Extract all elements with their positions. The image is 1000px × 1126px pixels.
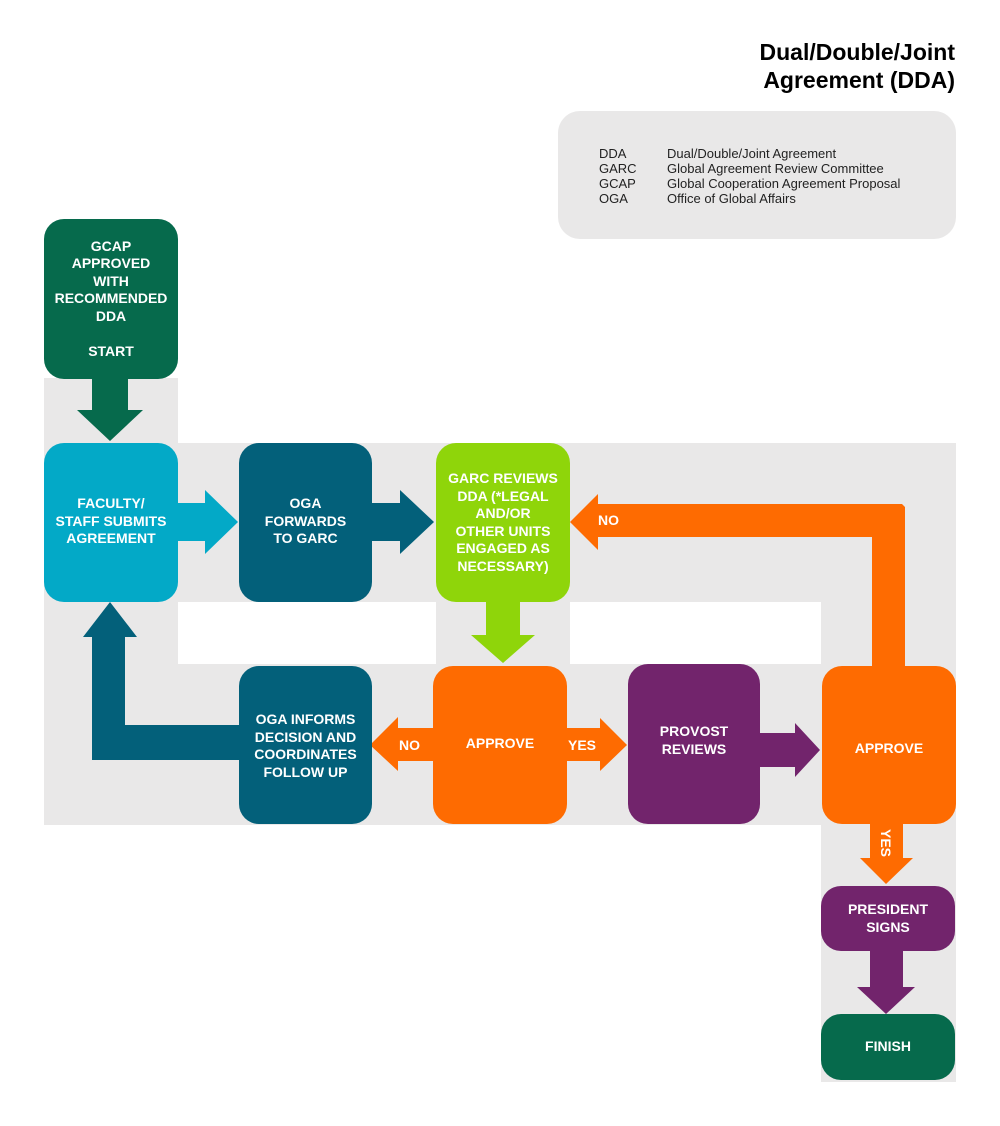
node-provost-reviews: PROVOST REVIEWS	[628, 664, 760, 824]
arrow-president-to-finish	[857, 948, 915, 1014]
legend-row: GCAP Global Cooperation Agreement Proposa…	[599, 176, 900, 191]
legend-meaning: Global Cooperation Agreement Proposal	[667, 176, 901, 191]
edge-label-approve2-no: NO	[598, 512, 619, 528]
legend-abbr: OGA	[599, 191, 628, 206]
node-garc-reviews: GARC REVIEWS DDA (*LEGAL AND/OR OTHER UN…	[436, 443, 570, 602]
arrow-approve1-no-to-oga-informs	[370, 717, 434, 771]
node-faculty-submits: FACULTY/ STAFF SUBMITS AGREEMENT	[44, 443, 178, 602]
node-oga-informs: OGA INFORMS DECISION AND COORDINATES FOL…	[239, 666, 372, 824]
node-oga-forwards-text: OGA FORWARDS TO GARC	[264, 495, 347, 546]
node-finish: FINISH	[821, 1014, 955, 1080]
node-approve-2-text: APPROVE	[854, 740, 924, 756]
node-start-text: GCAP APPROVED WITH RECOMMENDED DDA START	[54, 237, 168, 359]
diagram-title: Dual/Double/Joint Agreement (DDA)	[760, 38, 956, 94]
arrow-approve1-yes-to-provost	[565, 718, 627, 771]
node-approve-2: APPROVE	[822, 666, 956, 824]
arrow-oga-informs-to-faculty	[83, 602, 241, 760]
legend-abbr: GARC	[599, 161, 637, 176]
edge-label-approve1-yes: YES	[568, 737, 597, 753]
legend-meaning: Global Agreement Review Committee	[667, 161, 884, 176]
node-faculty-submits-text: FACULTY/ STAFF SUBMITS AGREEMENT	[55, 495, 167, 546]
arrow-approve2-no-to-garc	[570, 494, 905, 668]
legend-meaning: Dual/Double/Joint Agreement	[667, 146, 837, 161]
node-oga-forwards: OGA FORWARDS TO GARC	[239, 443, 372, 602]
node-president-signs-text: PRESIDENT SIGNS	[847, 901, 929, 935]
node-provost-reviews-text: PROVOST REVIEWS	[659, 723, 729, 757]
node-approve-1: APPROVE	[433, 666, 567, 824]
edge-label-approve1-no: NO	[399, 737, 420, 753]
node-oga-informs-text: OGA INFORMS DECISION AND COORDINATES FOL…	[254, 711, 357, 780]
legend-row: OGA Office of Global Affairs	[599, 191, 796, 206]
arrow-oga-forwards-to-garc	[370, 490, 434, 554]
node-start: GCAP APPROVED WITH RECOMMENDED DDA START	[44, 219, 178, 379]
legend-row: GARC Global Agreement Review Committee	[599, 161, 884, 176]
node-finish-text: FINISH	[865, 1038, 911, 1055]
arrow-provost-to-approve2	[758, 723, 820, 777]
title-line-1: Dual/Double/Joint	[759, 39, 956, 65]
title-line-2: Agreement (DDA)	[763, 67, 955, 93]
node-garc-reviews-text: GARC REVIEWS DDA (*LEGAL AND/OR OTHER UN…	[448, 470, 558, 574]
edge-label-approve2-yes: YES	[878, 829, 894, 858]
arrow-faculty-to-oga-forwards	[176, 490, 238, 554]
arrow-start-to-faculty	[77, 376, 143, 441]
legend-abbr: DDA	[599, 146, 627, 161]
arrow-garc-to-approve1	[471, 600, 535, 663]
node-president-signs: PRESIDENT SIGNS	[821, 886, 955, 951]
arrow-approve2-yes-to-president	[860, 822, 913, 884]
abbreviation-legend: DDA Dual/Double/Joint Agreement GARC Globa…	[558, 111, 956, 239]
legend-row: DDA Dual/Double/Joint Agreement	[599, 146, 836, 161]
legend-abbr: GCAP	[599, 176, 636, 191]
legend-meaning: Office of Global Affairs	[667, 191, 796, 206]
node-approve-1-text: APPROVE	[465, 735, 535, 751]
